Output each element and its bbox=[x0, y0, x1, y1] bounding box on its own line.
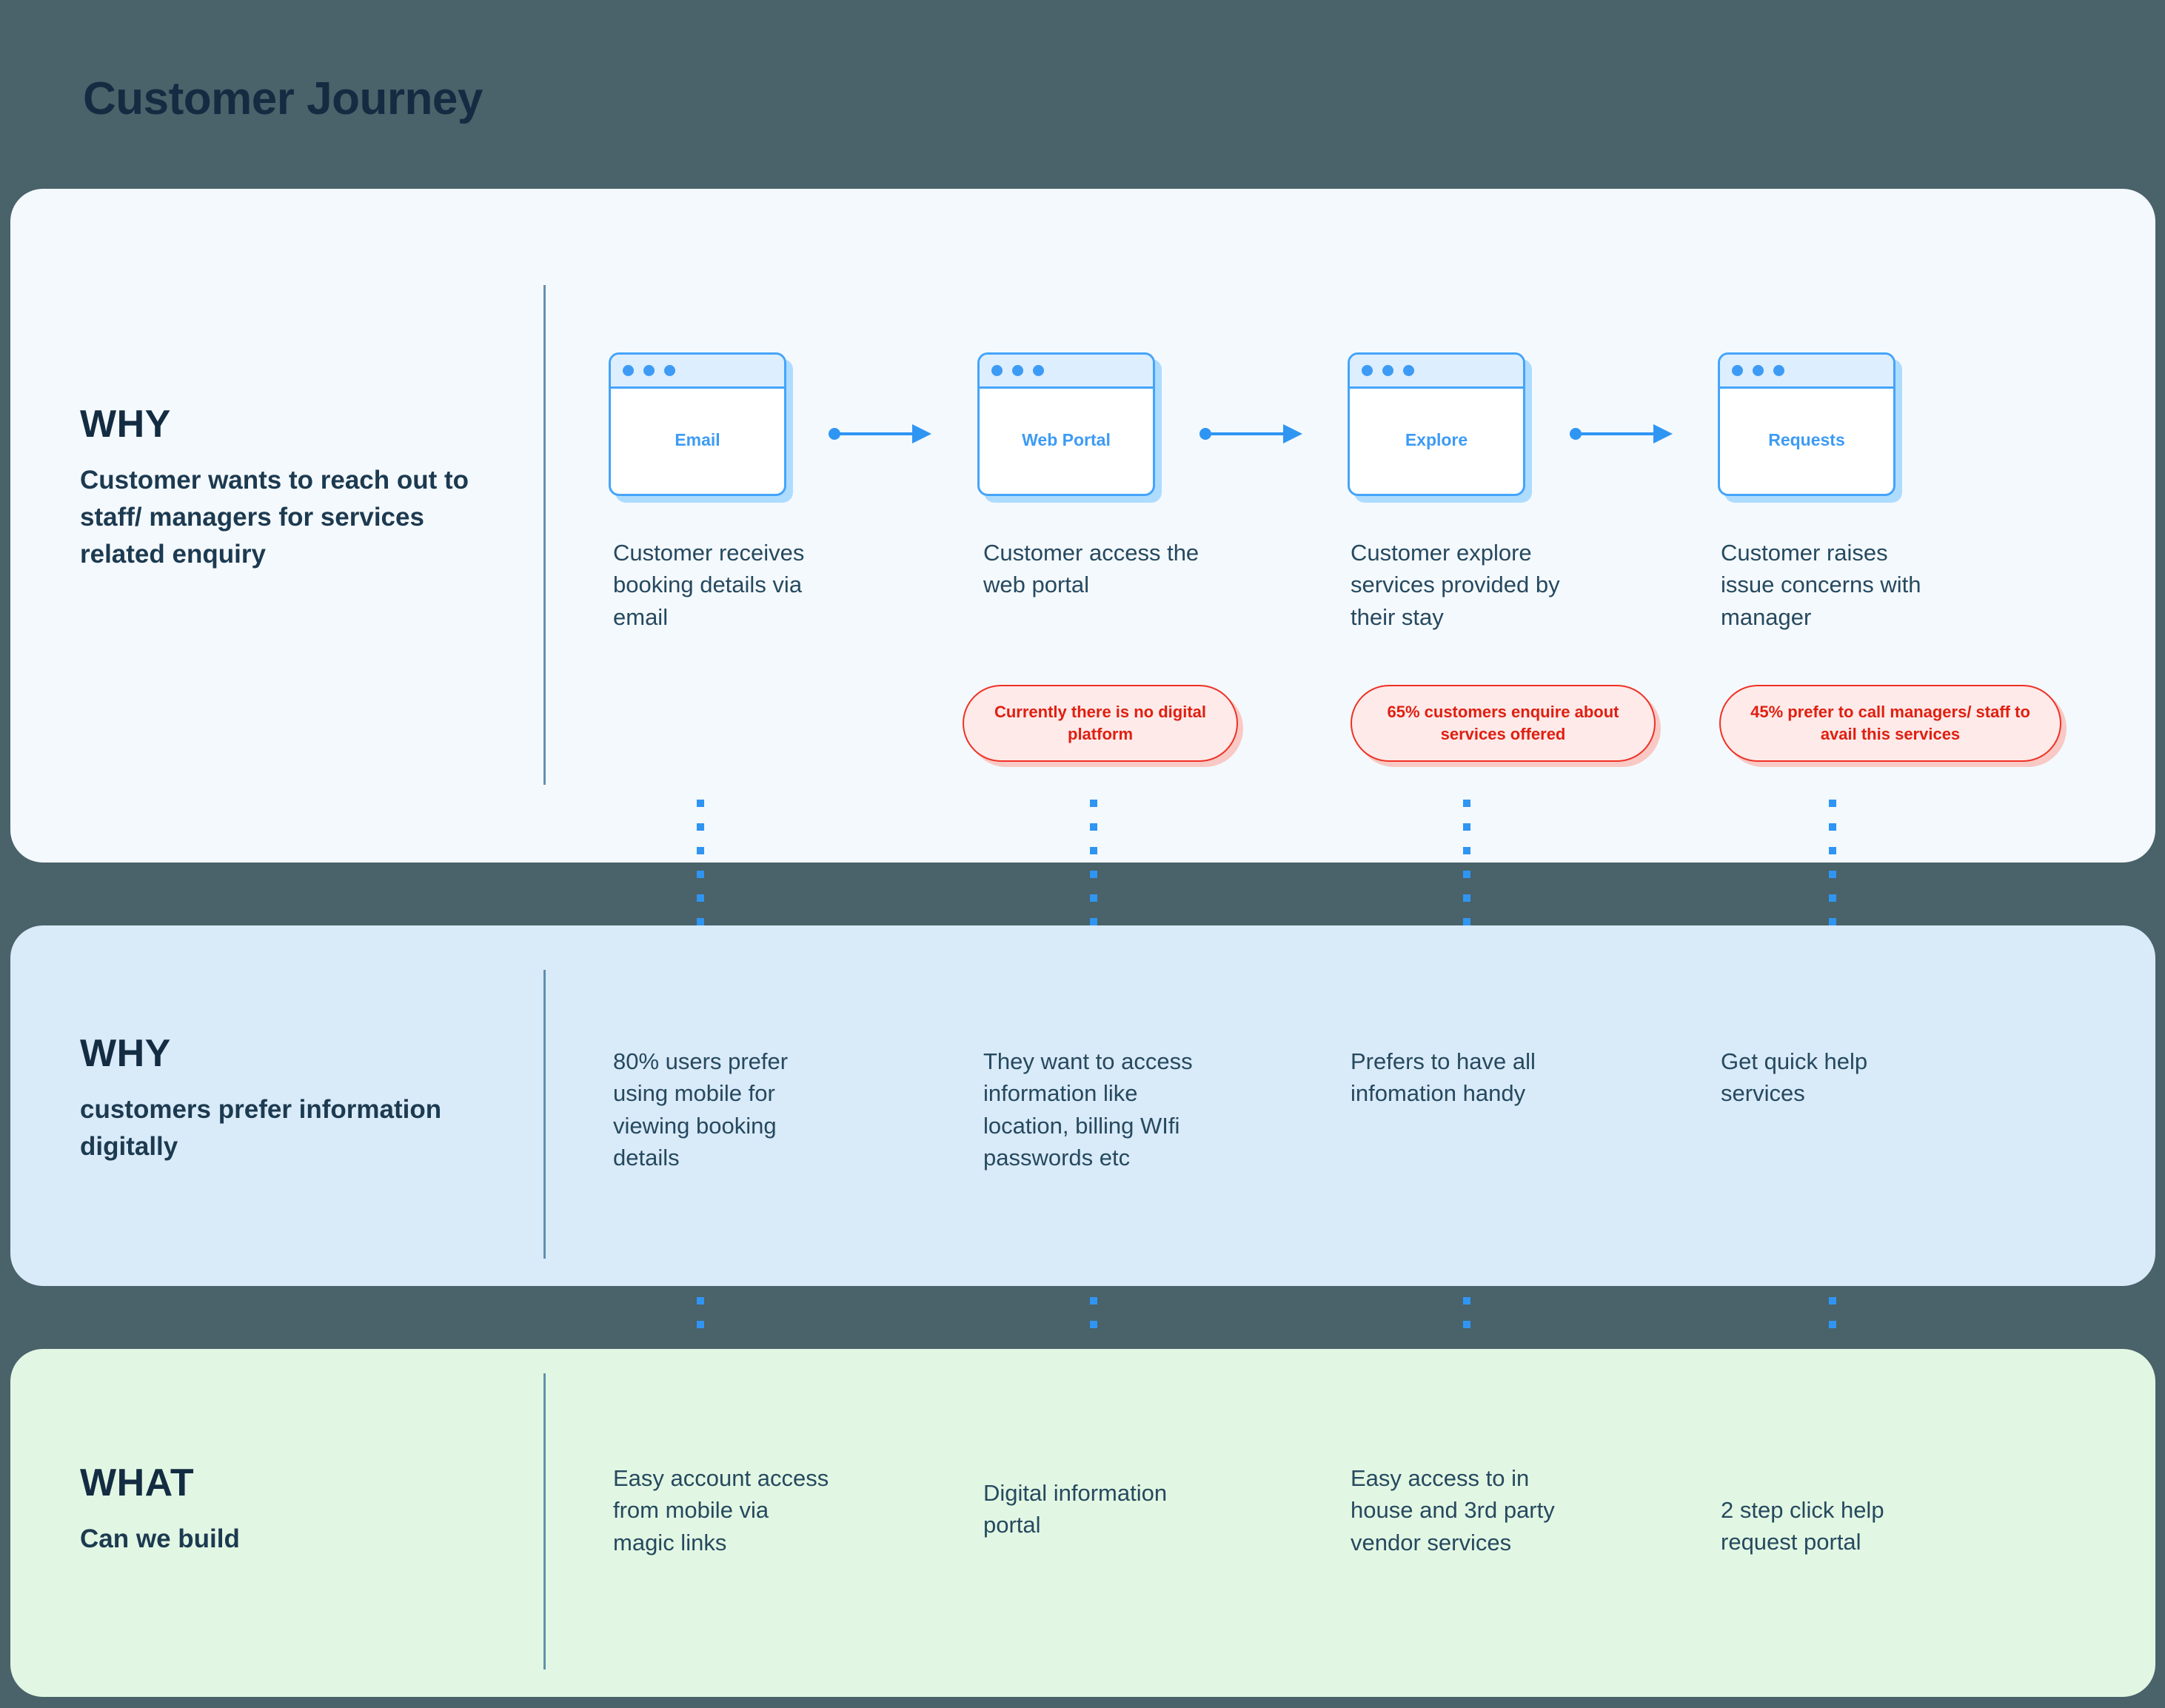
arrow-dot-icon bbox=[1570, 428, 1582, 440]
solution-item: Easy account access from mobile via magi… bbox=[613, 1465, 829, 1555]
step-window-web-portal[interactable]: Web Portal bbox=[977, 352, 1155, 496]
step-window-explore[interactable]: Explore bbox=[1348, 352, 1525, 496]
connector-dots bbox=[1829, 800, 1836, 925]
panel-why-motivation bbox=[10, 925, 2155, 1286]
connector-dots bbox=[1090, 1297, 1097, 1342]
window-titlebar bbox=[611, 355, 784, 389]
connector-dots bbox=[697, 800, 704, 925]
panel-what-solutions bbox=[10, 1349, 2155, 1697]
window-dot-icon bbox=[664, 365, 675, 376]
reason-item: Get quick help services bbox=[1721, 1048, 1868, 1107]
window-titlebar bbox=[1720, 355, 1893, 389]
window-dot-icon bbox=[1753, 365, 1764, 376]
window-dot-icon bbox=[1732, 365, 1743, 376]
section-subtitle: Can we build bbox=[80, 1524, 240, 1554]
connector-dots bbox=[1463, 1297, 1470, 1342]
connector-dots bbox=[1463, 800, 1470, 925]
flow-arrow-icon bbox=[1199, 423, 1311, 443]
pain-point-badge: Currently there is no digital platform bbox=[963, 685, 1238, 762]
section-subtitle: customers prefer information digitally bbox=[80, 1095, 442, 1161]
step-description: Customer explore services provided by th… bbox=[1351, 540, 1560, 630]
window-dot-icon bbox=[1362, 365, 1373, 376]
arrow-head-icon bbox=[1653, 424, 1673, 443]
window-dot-icon bbox=[643, 365, 655, 376]
arrow-dot-icon bbox=[829, 428, 840, 440]
reason-item: 80% users prefer using mobile for viewin… bbox=[613, 1048, 789, 1171]
step-description: Customer raises issue concerns with mana… bbox=[1721, 540, 1921, 630]
section-divider-2 bbox=[543, 970, 546, 1259]
section-heading: WHAT bbox=[80, 1461, 195, 1504]
section-heading: WHY bbox=[80, 403, 171, 446]
arrow-line bbox=[1579, 432, 1657, 435]
page-title: Customer Journey bbox=[83, 73, 483, 124]
flow-arrow-icon bbox=[829, 423, 940, 443]
window-body: Explore bbox=[1350, 389, 1523, 492]
window-dot-icon bbox=[1382, 365, 1393, 376]
flow-arrow-icon bbox=[1570, 423, 1681, 443]
window-label: Explore bbox=[1405, 430, 1468, 449]
window-label: Email bbox=[675, 430, 720, 449]
window-dot-icon bbox=[1403, 365, 1414, 376]
pain-point-badge: 65% customers enquire about services off… bbox=[1351, 685, 1656, 762]
arrow-head-icon bbox=[1283, 424, 1302, 443]
reason-item: They want to access information like loc… bbox=[983, 1048, 1193, 1171]
arrow-line bbox=[837, 432, 916, 435]
step-window-requests[interactable]: Requests bbox=[1718, 352, 1895, 496]
step-description: Customer receives booking details via em… bbox=[613, 540, 805, 630]
arrow-dot-icon bbox=[1199, 428, 1211, 440]
pain-point-badge: 45% prefer to call managers/ staff to av… bbox=[1719, 685, 2061, 762]
solution-item: Easy access to in house and 3rd party ve… bbox=[1351, 1465, 1555, 1555]
section-divider-1 bbox=[543, 285, 546, 785]
window-titlebar bbox=[1350, 355, 1523, 389]
window-body: Web Portal bbox=[980, 389, 1153, 492]
window-body: Requests bbox=[1720, 389, 1893, 492]
window-label: Web Portal bbox=[1022, 430, 1111, 449]
connector-dots bbox=[1090, 800, 1097, 925]
window-dot-icon bbox=[1012, 365, 1023, 376]
arrow-line bbox=[1208, 432, 1287, 435]
window-titlebar bbox=[980, 355, 1153, 389]
arrow-head-icon bbox=[912, 424, 931, 443]
connector-dots bbox=[697, 1297, 704, 1342]
window-dot-icon bbox=[991, 365, 1003, 376]
section-label-why-motivation: WHY customers prefer information digital… bbox=[80, 1032, 495, 1165]
section-divider-3 bbox=[543, 1373, 546, 1670]
section-heading: WHY bbox=[80, 1032, 171, 1075]
window-dot-icon bbox=[1033, 365, 1044, 376]
section-label-why-discovery: WHY Customer wants to reach out to staff… bbox=[80, 403, 495, 572]
reason-item: Prefers to have all infomation handy bbox=[1351, 1048, 1536, 1107]
window-dot-icon bbox=[1773, 365, 1784, 376]
step-window-email[interactable]: Email bbox=[609, 352, 786, 496]
window-label: Requests bbox=[1768, 430, 1845, 449]
solution-item: Digital information portal bbox=[983, 1480, 1168, 1538]
window-dot-icon bbox=[623, 365, 634, 376]
connector-dots bbox=[1829, 1297, 1836, 1342]
section-label-what: WHAT Can we build bbox=[80, 1461, 240, 1558]
step-description: Customer access the web portal bbox=[983, 540, 1199, 598]
window-body: Email bbox=[611, 389, 784, 492]
solution-item: 2 step click help request portal bbox=[1721, 1497, 1884, 1555]
section-subtitle: Customer wants to reach out to staff/ ma… bbox=[80, 466, 469, 569]
